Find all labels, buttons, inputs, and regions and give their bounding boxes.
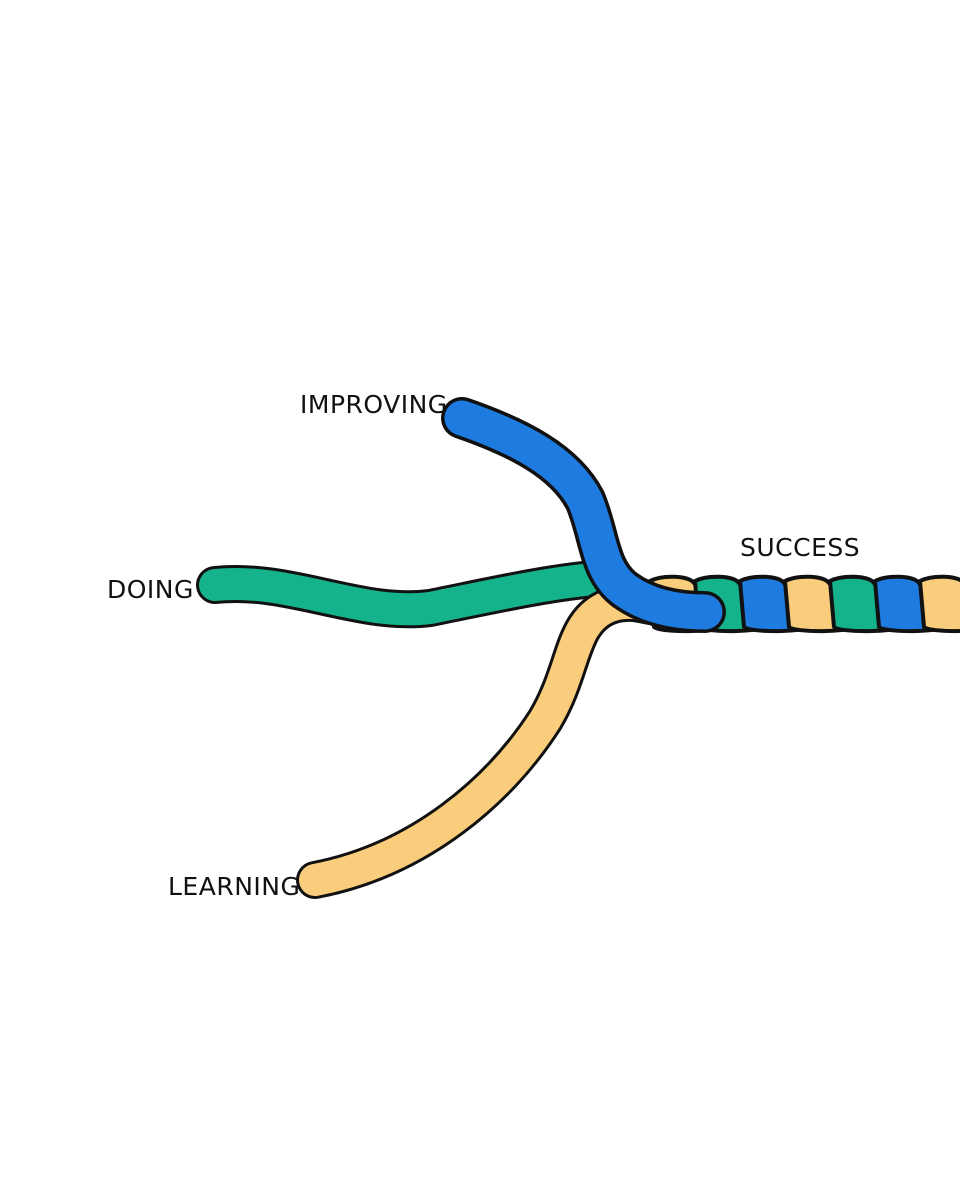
doing-strand-fill [199,562,621,626]
learning-label: LEARNING [168,872,301,901]
learning-strand [296,583,669,899]
success-label: SUCCESS [740,533,861,562]
learning-strand-fill [299,586,666,896]
rope-twist-learning [918,574,960,634]
doing-strand [196,559,624,629]
improving-strand [441,397,726,633]
improving-strand-fill [444,400,723,630]
improving-label: IMPROVING [300,390,448,419]
learning-strand-outline [296,583,669,899]
doing-label: DOING [107,575,194,604]
